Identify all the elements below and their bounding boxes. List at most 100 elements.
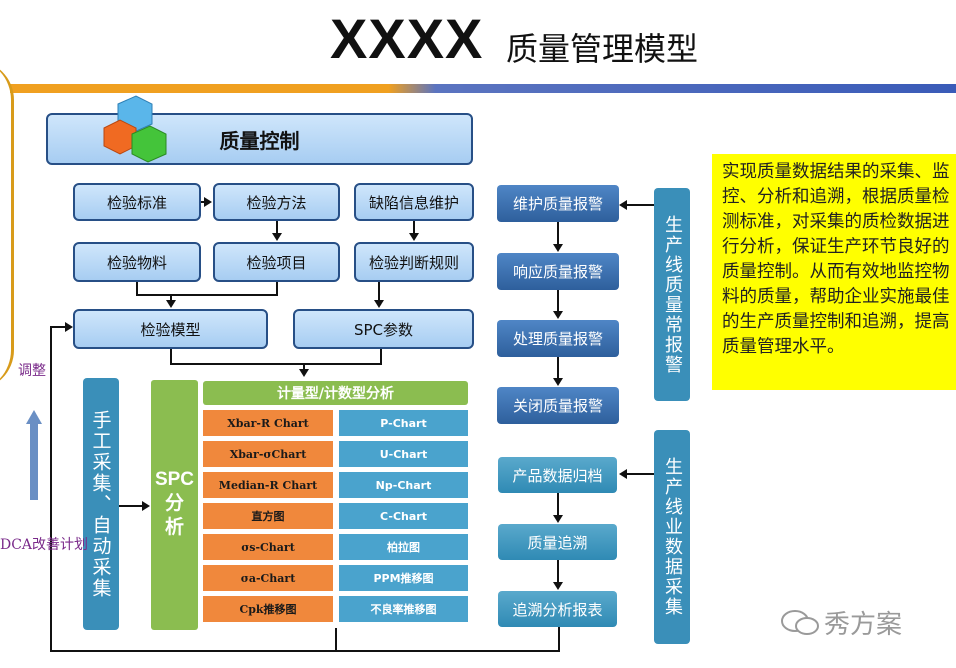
inspection-standard-label: 检验标准 [106, 193, 167, 212]
alarm-step-box[interactable]: 维护质量报警 [497, 185, 619, 222]
inspection-method-box[interactable]: 检验方法 [213, 183, 340, 221]
arrow-right-icon [65, 322, 73, 332]
title-divider [10, 84, 956, 93]
chart-cell-right[interactable]: 柏拉图 [339, 534, 468, 560]
connector [170, 349, 172, 364]
line-data-collect-label: 生产线业数据采集 [662, 457, 683, 617]
connector [380, 349, 382, 364]
connector [557, 560, 559, 583]
watermark: 秀方案 [780, 604, 902, 641]
adjust-label: 调整 [18, 363, 46, 379]
alarm-step-box[interactable]: 关闭质量报警 [497, 387, 619, 424]
page-title: XXXX [330, 7, 484, 70]
inspection-material-label: 检验物料 [106, 253, 167, 272]
arrow-down-icon [553, 515, 563, 523]
inspection-standard-box[interactable]: 检验标准 [73, 183, 201, 221]
connector [119, 505, 143, 507]
chart-cell-right[interactable]: Np-Chart [339, 472, 468, 498]
connector [303, 363, 305, 370]
pdca-label: DCA改善计划 [0, 537, 89, 553]
inspection-model-label: 检验模型 [140, 320, 201, 339]
chart-cell-left[interactable]: Xbar-R Chart [203, 410, 333, 436]
inspection-model-box[interactable]: 检验模型 [73, 309, 268, 349]
connector [170, 363, 382, 365]
feedback-line [50, 326, 52, 652]
chart-cell-right[interactable]: 不良率推移图 [339, 596, 468, 622]
arrow-right-icon [142, 501, 150, 511]
arrow-down-icon [374, 300, 384, 308]
inspection-material-box[interactable]: 检验物料 [73, 242, 201, 282]
inspection-item-label: 检验项目 [246, 253, 307, 272]
decorative-arc [0, 60, 14, 390]
connector [276, 282, 278, 295]
connector [627, 204, 654, 206]
arrow-down-icon [299, 369, 309, 377]
alarm-step-box[interactable]: 响应质量报警 [497, 253, 619, 290]
chart-cell-left[interactable]: σs-Chart [203, 534, 333, 560]
connector [413, 221, 415, 233]
inspection-item-box[interactable]: 检验项目 [213, 242, 340, 282]
feedback-line [50, 650, 560, 652]
arrow-down-icon [553, 311, 563, 319]
arrow-down-icon [553, 244, 563, 252]
connector [557, 493, 559, 516]
chart-cell-left[interactable]: Cpk推移图 [203, 596, 333, 622]
quality-control-label: 质量控制 [219, 128, 300, 153]
description-note: 实现质量数据结果的采集、监控、分析和追溯，根据质量检测标准，对采集的质检数据进行… [712, 154, 956, 390]
chart-cell-right[interactable]: C-Chart [339, 503, 468, 529]
connector [136, 282, 138, 295]
analysis-table-header: 计量型/计数型分析 [203, 381, 468, 405]
chart-cell-right[interactable]: P-Chart [339, 410, 468, 436]
wechat-icon [781, 609, 819, 635]
watermark-label: 秀方案 [824, 610, 903, 640]
feedback-line [50, 326, 66, 328]
chart-cell-left[interactable]: Xbar-σChart [203, 441, 333, 467]
connector [335, 628, 337, 650]
analysis-table-header-label: 计量型/计数型分析 [276, 386, 395, 402]
inspection-method-label: 检验方法 [246, 193, 307, 212]
arrow-down-icon [272, 233, 282, 241]
chart-cell-right[interactable]: PPM推移图 [339, 565, 468, 591]
up-arrow-icon [30, 422, 38, 500]
alarm-step-box[interactable]: 处理质量报警 [497, 320, 619, 357]
line-data-collect-bar[interactable]: 生产线业数据采集 [654, 430, 690, 644]
arrow-down-icon [166, 300, 176, 308]
defect-info-box[interactable]: 缺陷信息维护 [354, 183, 474, 221]
up-arrow-head-icon [26, 410, 42, 424]
spc-analysis-bar[interactable] [151, 380, 198, 630]
chart-cell-left[interactable]: σa-Chart [203, 565, 333, 591]
arrow-left-icon [619, 200, 627, 210]
defect-info-label: 缺陷信息维护 [368, 193, 459, 212]
line-quality-alarm-label: 生产线质量常报警 [662, 214, 683, 375]
arrow-down-icon [553, 378, 563, 386]
manual-auto-collect-label: 手工采集、自动采集 [89, 409, 112, 599]
connector [557, 290, 559, 312]
manual-auto-collect-bar[interactable]: 手工采集、自动采集 [83, 378, 119, 630]
connector [627, 473, 654, 475]
line-quality-alarm-bar[interactable]: 生产线质量常报警 [654, 188, 690, 401]
data-step-box[interactable]: 产品数据归档 [498, 457, 617, 493]
arrow-down-icon [553, 582, 563, 590]
chart-cell-left[interactable]: Median-R Chart [203, 472, 333, 498]
data-step-box[interactable]: 质量追溯 [498, 524, 617, 560]
judgement-rule-box[interactable]: 检验判断规则 [354, 242, 474, 282]
page-subtitle: 质量管理模型 [506, 30, 699, 68]
arrow-down-icon [409, 233, 419, 241]
spc-param-box[interactable]: SPC参数 [293, 309, 474, 349]
chart-cell-right[interactable]: U-Chart [339, 441, 468, 467]
connector [557, 222, 559, 245]
judgement-rule-label: 检验判断规则 [368, 253, 459, 272]
chart-cell-left[interactable]: 直方图 [203, 503, 333, 529]
cubes-icon [103, 95, 167, 163]
spc-param-label: SPC参数 [353, 320, 414, 339]
arrow-left-icon [619, 469, 627, 479]
arrow-right-icon [204, 197, 212, 207]
connector [378, 282, 380, 300]
connector [136, 294, 278, 296]
connector [170, 294, 172, 301]
data-step-box[interactable]: 追溯分析报表 [498, 591, 617, 627]
feedback-line [558, 627, 560, 652]
connector [557, 357, 559, 379]
connector [276, 221, 278, 233]
